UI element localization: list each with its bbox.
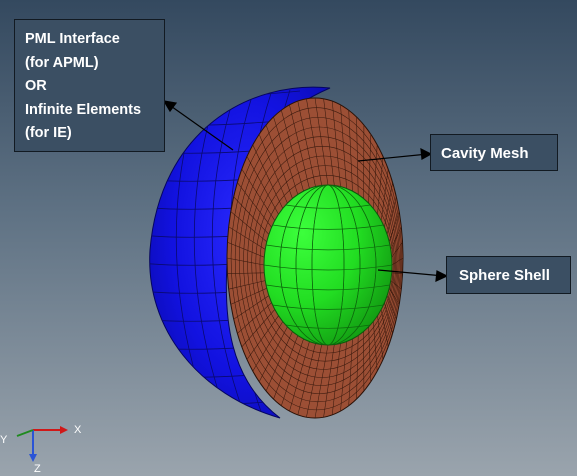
cavity-mesh-spoke [384, 302, 393, 334]
cavity-mesh-spoke [391, 242, 403, 258]
sphere-callout: Sphere Shell [446, 256, 571, 294]
cavity-mesh-spoke [380, 169, 389, 221]
cavity-mesh-spoke [386, 295, 397, 320]
cavity-mesh-spoke [391, 257, 404, 266]
cavity-mesh-spoke [233, 295, 270, 320]
interface-leader-arrow [167, 103, 234, 151]
cavity-mesh-spoke [391, 272, 403, 274]
cavity-mesh-spoke [388, 211, 400, 242]
cavity-mesh-spoke [273, 335, 299, 400]
cavity-mesh-spoke [340, 341, 347, 412]
sphere-latitude-line [285, 324, 371, 329]
z-axis-arrowhead [29, 454, 37, 462]
sphere-latitude-line [272, 224, 384, 230]
cavity-mesh-spoke [297, 101, 316, 187]
cavity-mesh-spoke [297, 343, 316, 415]
cavity-mesh-spoke [281, 338, 304, 406]
cavity-mesh-spoke [226, 257, 265, 266]
cavity-mesh-spoke [289, 341, 310, 412]
cavity-callout-label: Cavity Mesh [441, 145, 529, 162]
y-axis-line [16, 429, 34, 437]
y-axis-label: Y [0, 434, 8, 446]
cavity-mesh-spoke [230, 211, 267, 243]
cavity-mesh-spoke [348, 338, 353, 406]
sphere-arrowhead [435, 270, 449, 282]
cavity-mesh-spoke [356, 116, 359, 195]
cavity-mesh-spoke [390, 280, 402, 290]
sphere-latitude-line [265, 284, 391, 291]
cavity-mesh-spoke [233, 196, 270, 235]
cavity-mesh-spoke [265, 124, 293, 199]
cavity-callout: Cavity Mesh [430, 134, 558, 171]
x-axis-arrowhead [60, 426, 68, 434]
interface-line-2: (for APML) [25, 54, 99, 71]
z-axis-label: Z [34, 463, 41, 475]
cavity-mesh-spoke [377, 315, 384, 360]
cavity-mesh-spoke [281, 110, 304, 192]
cavity-leader-arrow [357, 153, 429, 162]
cavity-mesh-spoke [323, 98, 335, 186]
cavity-mesh-spoke [340, 104, 347, 189]
interface-line-5: (for IE) [25, 125, 72, 141]
cavity-mesh-spoke [306, 98, 322, 186]
cavity-mesh-spoke [237, 302, 272, 334]
interface-line-3: OR [25, 78, 47, 94]
sphere-callout-label: Sphere Shell [459, 267, 550, 284]
cavity-mesh-spoke [227, 272, 265, 274]
cavity-mesh-spoke [241, 309, 276, 348]
outer-shell-grid-line [193, 89, 229, 419]
sphere-latitude-line [264, 264, 392, 271]
sphere-longitude-line [279, 185, 377, 345]
interface-line-4: Infinite Elements [25, 101, 142, 118]
cavity-mesh-spoke [265, 331, 293, 392]
cavity-mesh-spoke [348, 110, 353, 192]
cavity-mesh-spoke [252, 144, 283, 209]
cavity-mesh-spoke [237, 182, 272, 228]
cavity-mesh-spoke [380, 309, 389, 347]
cavity-mesh-spoke [241, 168, 276, 221]
cavity-mesh-spoke [377, 156, 384, 215]
cavity-mesh-spoke [368, 134, 372, 204]
cavity-mesh-spoke [323, 344, 335, 418]
cavity-mesh-spoke [258, 326, 288, 382]
outer-shell-grid-line [211, 89, 247, 419]
cavity-mesh-spoke [384, 182, 393, 228]
cavity-mesh-spoke [228, 226, 266, 250]
cavity-mesh-spoke [373, 144, 378, 209]
cavity-mesh-spoke [373, 321, 378, 372]
sphere-latitude-line [265, 244, 391, 251]
cavity-mesh-spoke [258, 134, 288, 204]
interface-line-1: PML Interface [25, 31, 120, 47]
interface-arrowhead [162, 100, 178, 113]
cavity-mesh-spoke [386, 196, 397, 235]
cavity-arrowhead [420, 147, 433, 160]
sphere-latitude-line [285, 204, 371, 209]
sphere-longitude-line [311, 185, 345, 345]
cavity-mesh-spoke [388, 288, 400, 305]
cavity-mesh-spoke [228, 280, 266, 290]
cavity-mesh-spoke [306, 344, 322, 418]
cavity-mesh-spoke [356, 335, 359, 400]
cavity-mesh-spoke [331, 101, 341, 187]
cavity-mesh-spoke [390, 226, 402, 250]
cavity-mesh-spoke [273, 116, 299, 195]
axis-triad: X Y Z [0, 424, 82, 475]
cavity-mesh-spoke [227, 242, 265, 258]
cavity-mesh-spoke [368, 326, 372, 382]
sphere-latitude-line [272, 304, 384, 310]
sphere-leader-arrow [377, 269, 445, 277]
x-axis-label: X [74, 424, 82, 436]
cavity-mesh-spoke [230, 287, 267, 305]
sphere-shell [263, 184, 393, 346]
cavity-mesh-spoke [314, 344, 329, 419]
interface-callout: PML Interface (for APML) OR Infinite Ele… [14, 19, 165, 152]
cavity-mesh-spoke [289, 104, 310, 189]
cavity-mesh-spoke [331, 343, 341, 415]
cavity-mesh-spoke [252, 321, 283, 372]
cavity-mesh-spoke [314, 97, 329, 186]
sphere-longitude-line [295, 185, 361, 345]
cavity-mesh-spoke [246, 156, 279, 215]
cavity-mesh-spoke [246, 315, 279, 360]
